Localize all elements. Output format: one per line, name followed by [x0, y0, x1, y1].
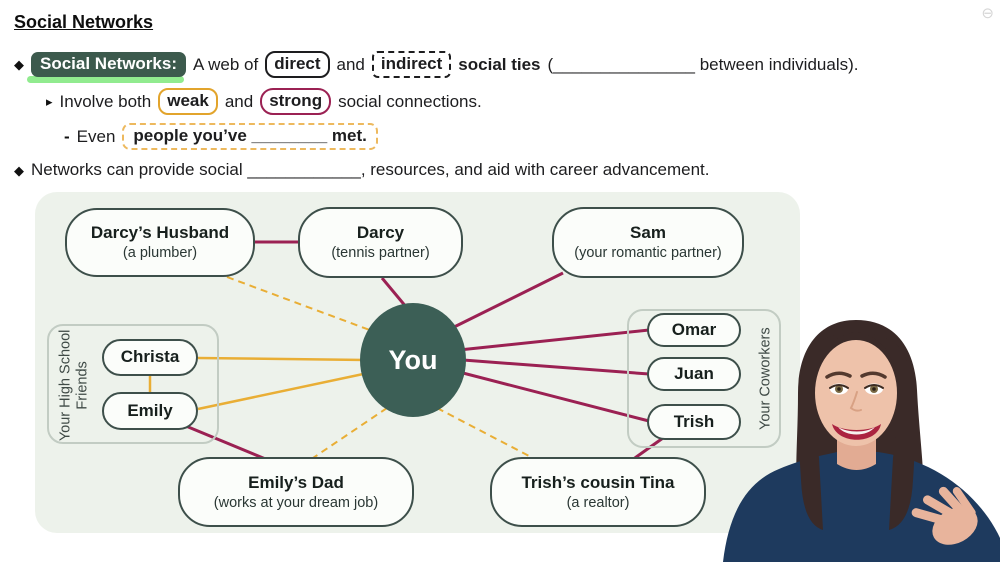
bullet-line-networks-provide: ◆ Networks can provide social __________…	[14, 160, 710, 180]
node-tina: Trish’s cousin Tina (a realtor)	[490, 457, 706, 527]
presenter-video-overlay	[723, 320, 1000, 562]
edge-you-tina	[436, 407, 534, 459]
node-subtitle: (your romantic partner)	[574, 245, 722, 262]
node-title: Sam	[630, 223, 666, 243]
group-label-high-school-friends: Your High School Friends	[57, 329, 91, 442]
group-high-school-friends	[47, 324, 219, 444]
node-title: You	[388, 344, 438, 375]
definition-text-1: A web of	[193, 54, 259, 74]
diagram-edges	[148, 240, 664, 462]
edge-you-omar	[458, 328, 650, 352]
node-subtitle: (a plumber)	[122, 245, 198, 262]
node-title: Christa	[120, 347, 180, 367]
bullet-line-connections: ▸ Involve both weak and strong social co…	[46, 88, 482, 115]
node-subtitle: (works at your dream job)	[213, 494, 379, 511]
node-juan: Juan	[647, 357, 741, 391]
edge-christa-you	[197, 356, 367, 362]
keyword-box-strong: strong	[260, 88, 332, 115]
edge-you-juan	[462, 358, 650, 376]
presenter-brow-right	[860, 371, 887, 379]
presenter-lash-right	[864, 384, 884, 389]
keyword-box-weak: weak	[158, 88, 218, 115]
diamond-bullet-icon: ◆	[14, 57, 24, 72]
connections-text-3: social connections.	[338, 91, 482, 111]
connections-text-2: and	[224, 91, 254, 111]
presenter-hand	[911, 486, 978, 545]
node-title: Darcy	[356, 223, 405, 243]
presenter-nose	[849, 391, 862, 412]
presenter-lash-left	[829, 384, 849, 389]
definition-blank-1: (_______________ between individuals).	[547, 54, 859, 74]
group-coworkers	[627, 309, 781, 448]
node-emilys-dad: Emily’s Dad (works at your dream job)	[178, 457, 414, 527]
node-you: You	[360, 303, 466, 417]
bullet-line-definition: ◆ Social Networks: A web of direct and i…	[14, 51, 859, 83]
social-network-diagram: Your High School Friends Your Coworkers …	[35, 192, 800, 533]
even-text: Even	[76, 126, 116, 146]
definition-text-3: social ties	[458, 54, 541, 74]
node-subtitle: (tennis partner)	[331, 245, 430, 262]
node-title: Trish	[673, 411, 715, 431]
term-chip-wrap: Social Networks:	[27, 52, 186, 83]
connections-text-1: Involve both	[59, 91, 152, 111]
watermark-icon: ⊖	[981, 5, 994, 22]
node-title: Emily	[127, 400, 173, 420]
node-title: Omar	[671, 319, 717, 339]
keyword-box-indirect: indirect	[371, 51, 452, 78]
node-darcys-husband: Darcy’s Husband (a plumber)	[65, 208, 255, 277]
edge-you-emilys-dad	[312, 407, 388, 459]
triangle-bullet-icon: ▸	[46, 94, 53, 109]
edge-emily-emilys-dad	[180, 422, 269, 462]
presenter-hair-right	[856, 332, 915, 530]
green-highlight-underline	[27, 76, 184, 83]
edge-you-trish	[458, 370, 650, 423]
bullet-line-even-people: - Even people you’ve ________ met.	[64, 123, 378, 150]
edge-emily-you	[197, 371, 369, 411]
term-chip-social-networks: Social Networks:	[31, 52, 186, 77]
node-darcy: Darcy (tennis partner)	[298, 207, 463, 278]
page-title: Social Networks	[14, 12, 154, 32]
edge-darcys-husband-you	[226, 276, 376, 333]
dashed-box-people-met: people you’ve ________ met.	[122, 123, 378, 150]
keyword-box-direct: direct	[265, 51, 330, 78]
presenter-teeth	[838, 427, 875, 435]
edge-sam-you	[441, 271, 564, 335]
node-omar: Omar	[647, 313, 741, 347]
node-trish: Trish	[647, 404, 741, 440]
presenter-brow-left	[825, 371, 852, 379]
node-title: Darcy’s Husband	[90, 223, 230, 243]
node-emily: Emily	[102, 392, 198, 430]
dash-bullet-icon: -	[64, 126, 70, 146]
node-title: Emily’s Dad	[248, 472, 344, 492]
diamond-bullet-icon: ◆	[14, 162, 24, 178]
definition-text-2: and	[336, 54, 365, 74]
presenter-hair-left	[799, 332, 856, 530]
presenter-pupil-left	[837, 387, 841, 391]
node-sam: Sam (your romantic partner)	[552, 207, 744, 278]
presenter-top	[723, 452, 1000, 562]
node-title: Trish’s cousin Tina	[521, 472, 675, 492]
networks-provide-text: Networks can provide social ____________…	[31, 160, 710, 179]
edge-trish-tina	[631, 436, 664, 462]
node-title: Juan	[674, 363, 714, 383]
node-christa: Christa	[102, 339, 198, 376]
node-subtitle: (a realtor)	[566, 494, 630, 511]
presenter-pupil-right	[872, 387, 876, 391]
